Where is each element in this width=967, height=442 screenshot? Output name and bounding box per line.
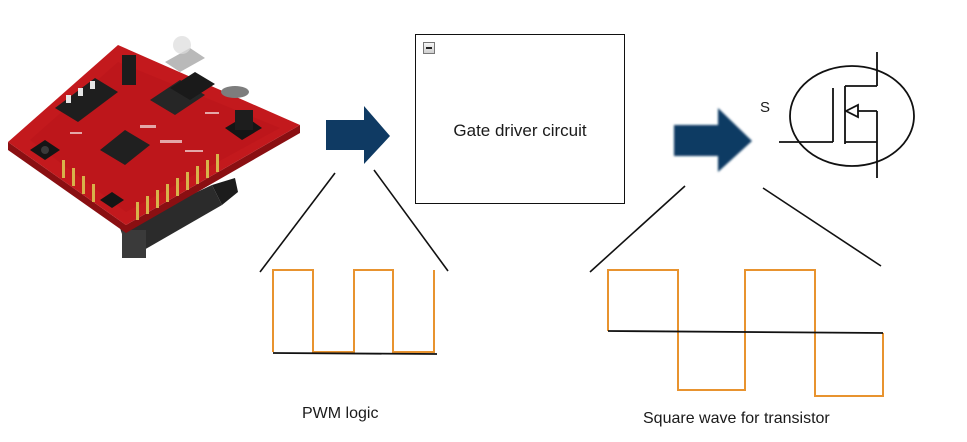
- pwm-waveform: [272, 269, 438, 355]
- pwm-logic-label: PWM logic: [302, 405, 379, 422]
- square-wave-label: Square wave for transistor: [643, 410, 830, 427]
- gate-driver-box: Gate driver circuit: [415, 34, 625, 204]
- pwm-callout-right: [373, 169, 449, 272]
- square-callout-right: [762, 187, 882, 267]
- square-zero-line: [607, 330, 884, 334]
- arrow-2: [674, 108, 752, 172]
- pwm-baseline: [272, 352, 438, 355]
- square-callout-left: [589, 185, 686, 273]
- mosfet-symbol-icon: [779, 52, 915, 178]
- collapse-minus-icon[interactable]: [423, 42, 435, 54]
- pwm-callout-left: [259, 172, 336, 273]
- square-waveform: [607, 269, 884, 397]
- gate-driver-label: Gate driver circuit: [453, 121, 587, 140]
- microcontroller-board-icon: [8, 36, 300, 258]
- transistor-partial-label: S: [760, 99, 771, 116]
- arrow-1: [326, 106, 390, 164]
